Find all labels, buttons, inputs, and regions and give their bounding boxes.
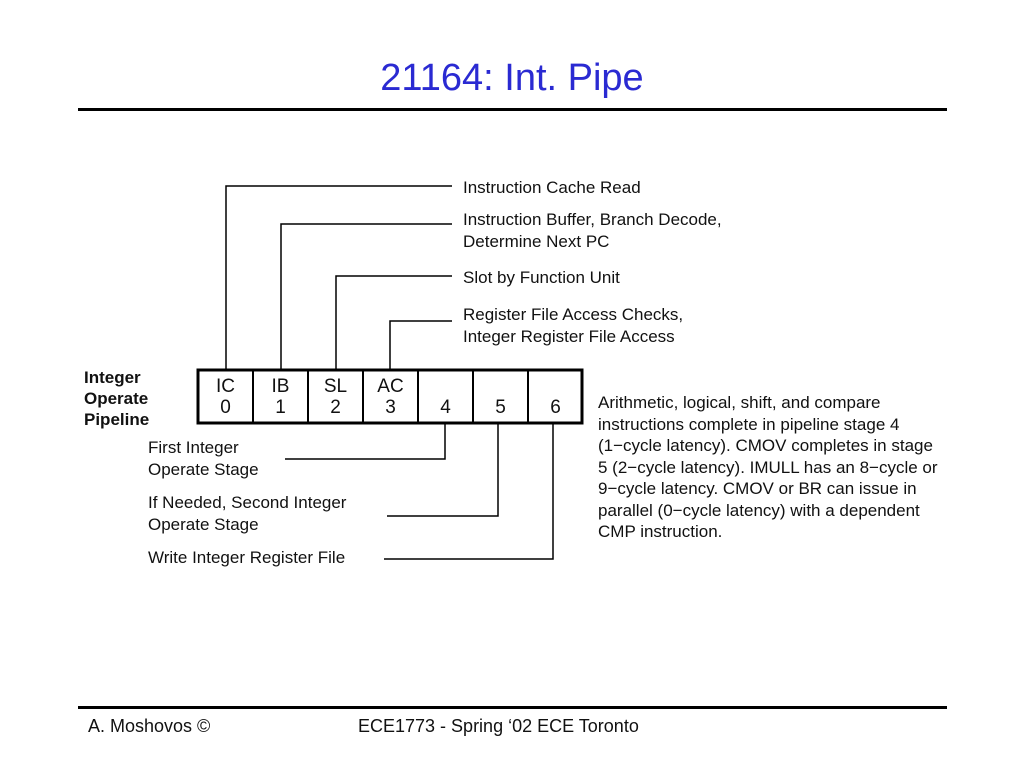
stage-number: 2: [330, 397, 341, 418]
stage-abbr: [528, 376, 583, 397]
annotation-instruction-buffer: Instruction Buffer, Branch Decode, Deter…: [463, 210, 722, 251]
annotation-first-integer-operate: First Integer Operate Stage: [148, 438, 259, 479]
stage-number: 1: [275, 397, 286, 418]
stage-cell-1: IB 1: [253, 372, 308, 422]
leader-line-ib: [280, 223, 452, 370]
stage-cell-6: 6: [528, 372, 583, 422]
slide-title: 21164: Int. Pipe: [380, 57, 644, 99]
footer-divider: [78, 706, 947, 709]
title-divider: [78, 108, 947, 111]
stage-number: 4: [440, 397, 451, 418]
stage-abbr: IC: [216, 376, 235, 397]
stage-cell-4: 4: [418, 372, 473, 422]
annotation-write-register-file: Write Integer Register File: [148, 548, 346, 567]
leader-line-stage6: [384, 423, 554, 560]
stage-cell-3: AC 3: [363, 372, 418, 422]
stage-cell-0: IC 0: [198, 372, 253, 422]
stage-abbr: IB: [271, 376, 290, 397]
pipeline-label: Integer Operate Pipeline: [84, 368, 150, 429]
annotation-register-file-access: Register File Access Checks, Integer Reg…: [463, 305, 684, 346]
stage-number: 5: [495, 397, 506, 418]
stage-abbr: SL: [323, 376, 348, 397]
leader-line-stage4: [285, 423, 446, 460]
stage-cell-2: SL 2: [308, 372, 363, 422]
leader-line-ac: [389, 320, 452, 370]
stage-abbr: [473, 376, 528, 397]
latency-note: Arithmetic, logical, shift, and compare …: [598, 393, 938, 541]
stage-abbr: AC: [377, 376, 404, 397]
stage-number: 0: [220, 397, 231, 418]
footer-course: ECE1773 - Spring ‘02 ECE Toronto: [358, 716, 639, 736]
stage-abbr: [418, 376, 473, 397]
annotation-second-integer-operate: If Needed, Second Integer Operate Stage: [148, 493, 347, 534]
leader-line-stage5: [387, 423, 499, 517]
footer-author: A. Moshovos ©: [88, 716, 211, 736]
annotation-instruction-cache-read: Instruction Cache Read: [463, 178, 641, 197]
stage-number: 3: [385, 397, 396, 418]
stage-number: 6: [550, 397, 561, 418]
stage-cell-5: 5: [473, 372, 528, 422]
leader-line-ic: [225, 185, 452, 370]
leader-line-sl: [335, 275, 452, 370]
annotation-slot-by-function-unit: Slot by Function Unit: [463, 268, 620, 287]
